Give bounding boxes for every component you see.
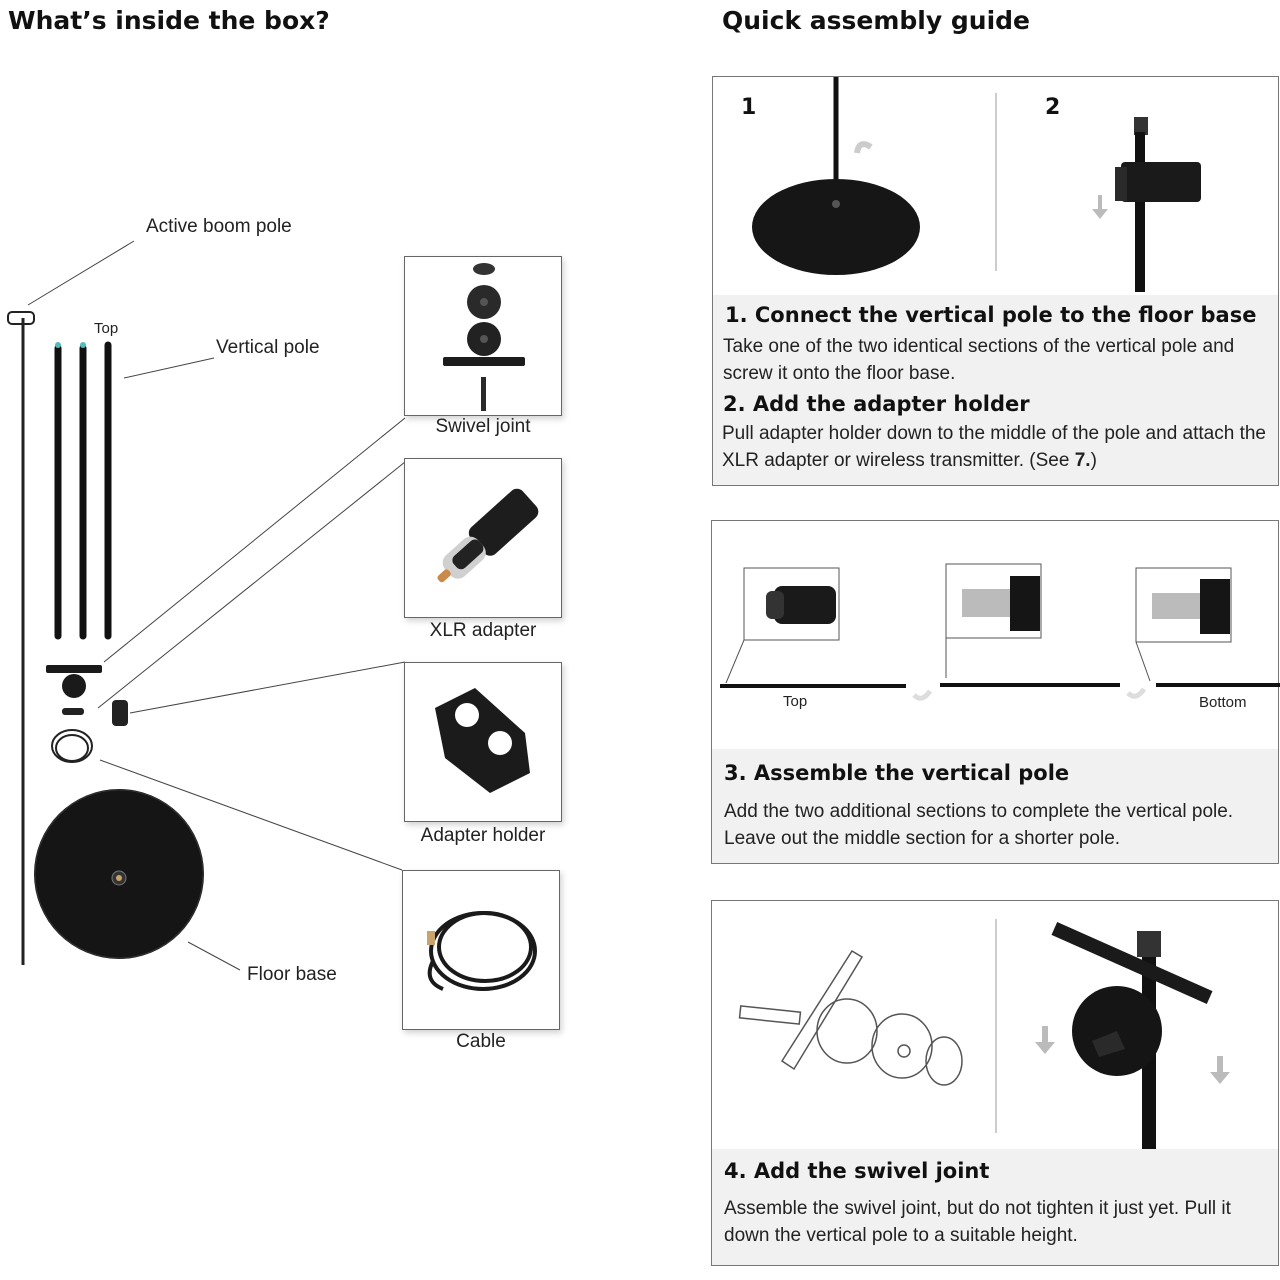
step1-title: 1. Connect the vertical pole to the floo…	[725, 303, 1257, 327]
label-active-boom-pole: Active boom pole	[146, 216, 292, 237]
step3-text: Add the two additional sections to compl…	[724, 801, 1234, 849]
assembly-panel-1: 1 2 1. Connect the vertical pole to the …	[712, 76, 1279, 486]
xlr-adapter-icon	[437, 488, 539, 583]
panel2-illustration	[720, 563, 1280, 701]
assembly-panel-3: 4. Add the swivel joint Assemble the swi…	[711, 900, 1279, 1266]
panel1-illustration	[752, 77, 1201, 292]
contents-illustration	[7, 240, 406, 971]
adapter-holder-icon	[435, 688, 530, 793]
pole-bottom-label: Bottom	[1199, 694, 1247, 711]
guide-heading: Quick assembly guide	[722, 6, 1030, 35]
caption-swivel-joint: Swivel joint	[435, 416, 531, 437]
swivel-joint-box	[404, 256, 562, 416]
swivel-joint-small-icon	[46, 665, 102, 698]
caption-xlr-adapter: XLR adapter	[429, 620, 537, 641]
step4-title: 4. Add the swivel joint	[724, 1159, 990, 1183]
xlr-adapter-box	[404, 458, 562, 618]
label-floor-base: Floor base	[247, 964, 337, 985]
cable-small-icon	[51, 729, 93, 763]
swivel-joint-icon	[443, 263, 525, 411]
cable-box	[402, 870, 560, 1030]
step2-title: 2. Add the adapter holder	[723, 392, 1030, 416]
step-number-1: 1	[741, 95, 757, 120]
floor-base-icon	[34, 789, 204, 959]
pole-top-label: Top	[783, 693, 808, 710]
step2-text: Pull adapter holder down to the middle o…	[722, 423, 1266, 471]
holder-small-icon	[112, 700, 128, 726]
cable-icon	[427, 911, 537, 991]
step4-text: Assemble the swivel joint, but do not ti…	[724, 1198, 1231, 1246]
vertical-pole-sections-icon	[54, 341, 112, 640]
step1-text: Take one of the two identical sections o…	[723, 336, 1235, 384]
contents-heading: What’s inside the box?	[8, 6, 330, 35]
caption-adapter-holder: Adapter holder	[420, 825, 546, 846]
rotate-arrow-icon	[854, 141, 873, 154]
step-number-2: 2	[1045, 95, 1061, 120]
adapter-holder-box	[404, 662, 562, 822]
caption-cable: Cable	[456, 1031, 506, 1052]
xlr-small-icon	[62, 708, 84, 715]
label-top: Top	[94, 320, 119, 337]
label-vertical-pole: Vertical pole	[216, 337, 320, 358]
boom-pole-icon	[7, 311, 35, 965]
assembly-panel-2: Top Bottom 3. Assemble the vertical pole…	[711, 520, 1280, 864]
panel3-illustration	[738, 919, 1230, 1149]
step3-title: 3. Assemble the vertical pole	[724, 761, 1070, 785]
down-arrow-icon	[1092, 195, 1108, 219]
